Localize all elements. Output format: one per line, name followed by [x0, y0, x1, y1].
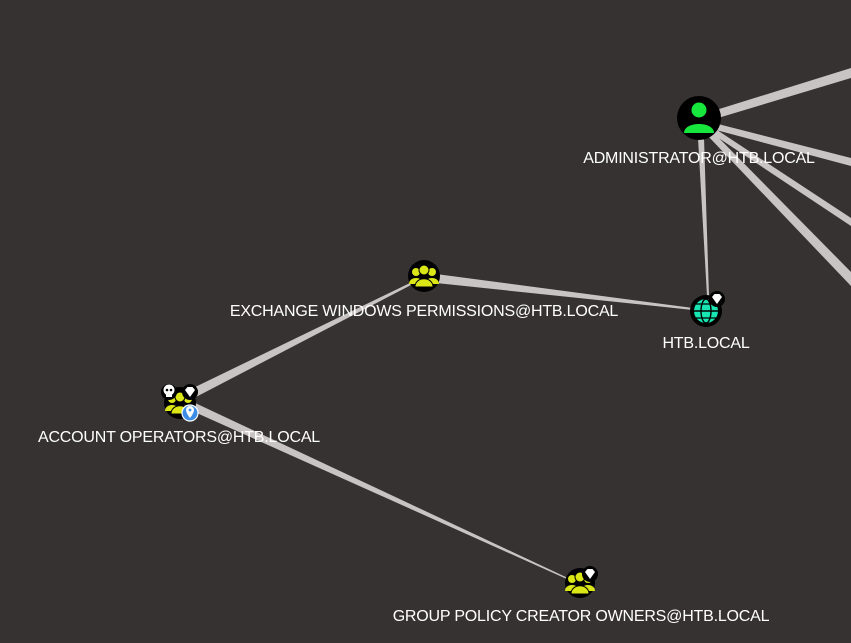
- edge-account-operators-exchange[interactable]: [189, 282, 413, 398]
- edge-administrator-htb-local[interactable]: [698, 138, 709, 296]
- diamond-icon: [582, 566, 598, 582]
- edge-account-operators-gpco[interactable]: [190, 402, 570, 580]
- location-pin-icon: [181, 404, 199, 422]
- group-icon: [409, 264, 439, 288]
- skull-icon: [161, 384, 177, 400]
- diamond-icon: [182, 384, 198, 400]
- edge-administrator-offscreen-4[interactable]: [707, 131, 851, 286]
- edge-administrator-offscreen-3[interactable]: [711, 128, 851, 226]
- user-icon: [684, 102, 714, 133]
- node-exchange-windows-permissions[interactable]: EXCHANGE WINDOWS PERMISSIONS@HTB.LOCAL: [230, 260, 619, 320]
- edge-administrator-offscreen-1[interactable]: [716, 68, 851, 118]
- node-label: GROUP POLICY CREATOR OWNERS@HTB.LOCAL: [393, 608, 770, 625]
- node-group-policy-creator-owners[interactable]: GROUP POLICY CREATOR OWNERS@HTB.LOCAL: [393, 566, 770, 625]
- edge-administrator-offscreen-2[interactable]: [716, 124, 851, 166]
- offscreen-edges: [707, 68, 851, 286]
- edges: [189, 138, 709, 580]
- node-account-operators[interactable]: ACCOUNT OPERATORS@HTB.LOCAL: [38, 384, 321, 446]
- node-label: HTB.LOCAL: [662, 335, 749, 352]
- node-label: ADMINISTRATOR@HTB.LOCAL: [583, 150, 815, 167]
- node-htb-local[interactable]: HTB.LOCAL: [662, 291, 750, 352]
- edge-exchange-htb-local[interactable]: [436, 274, 693, 310]
- node-label: ACCOUNT OPERATORS@HTB.LOCAL: [38, 429, 320, 446]
- node-administrator[interactable]: ADMINISTRATOR@HTB.LOCAL: [583, 96, 815, 167]
- diamond-icon: [709, 291, 725, 307]
- node-label: EXCHANGE WINDOWS PERMISSIONS@HTB.LOCAL: [230, 303, 619, 320]
